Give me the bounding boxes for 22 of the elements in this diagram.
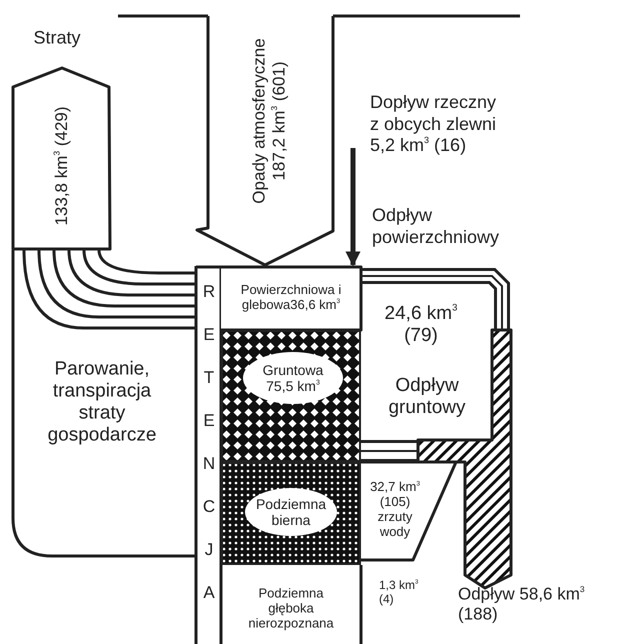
flow-title: Straty [32,28,82,48]
groundwater-layer [221,330,361,462]
flow-label: 32,7 km$^{3}$ (105) zrzuty wody [369,480,421,540]
area-label: Parowanie, transpiracja straty gospodarcze [46,358,158,446]
retention-column [196,266,222,644]
passive-groundwater-layer [221,462,361,565]
storage-label: Podziemna głęboka nierozpoznana [247,586,335,632]
inflow-label: Dopływ rzeczny z obcych zlewni 5,2 km$^{3}$ (16) [370,92,498,157]
flow-band [361,268,510,330]
flow-title: Odpływ gruntowy [387,375,467,419]
column-label: RETENCJA [202,281,216,604]
storage-label: Podziemna bierna [254,496,328,528]
discharge-trapezoid [361,462,458,562]
flow-band [361,440,418,462]
flow-value: 1,3 km$^{3}$ (4) [379,578,420,607]
arrow [346,148,360,266]
flow-title: Odpływ powierzchniowy [372,205,500,248]
storage-label: Gruntowa 75,5 km$^{3}$ [262,362,324,394]
flow-value: 24,6 km$^{3}$ (79) [384,303,458,347]
flow-label: Odpływ 58,6 km$^{3}$ (188) [458,584,586,624]
storage-label: Powierzchniowa i glebowa36,6 km$^{3}$ [240,283,342,313]
storage-box [221,266,361,330]
